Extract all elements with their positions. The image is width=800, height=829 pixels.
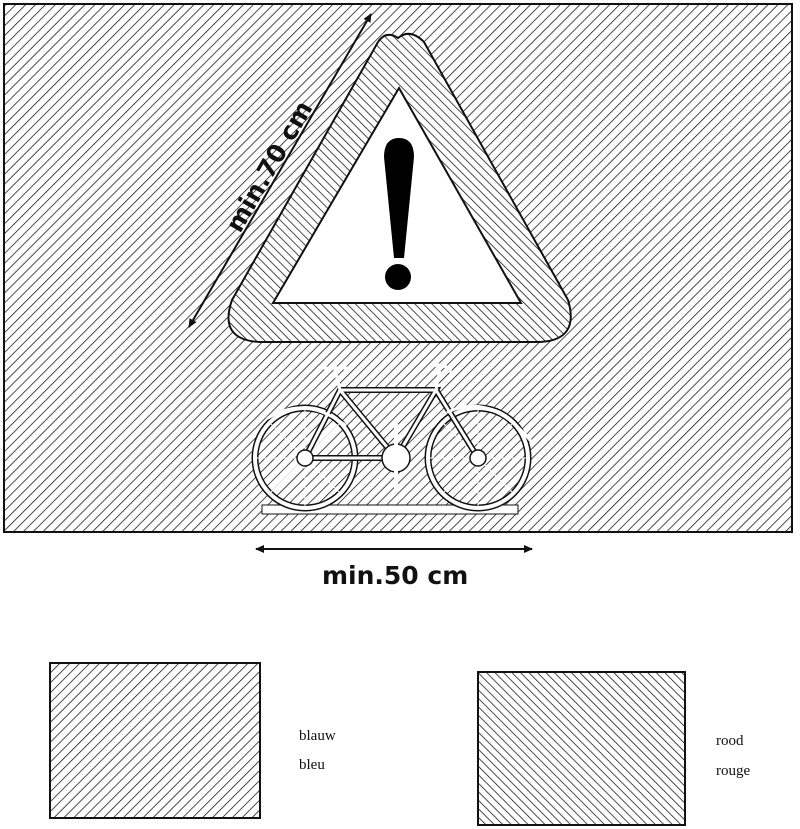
width-dimension-label: min.50 cm [322, 561, 468, 590]
legend-label-blue-fr: bleu [299, 757, 325, 773]
exclamation-icon [384, 138, 414, 290]
diagonal-dimension-arrow [188, 13, 372, 328]
bicycle-icon [251, 363, 532, 515]
legend-label-red-nl: rood [716, 733, 744, 749]
legend-label-red-fr: rouge [716, 763, 750, 779]
legend-label-blue-nl: blauw [299, 728, 336, 744]
legend-swatch-red [477, 671, 686, 826]
legend-swatch-blue [49, 662, 261, 819]
